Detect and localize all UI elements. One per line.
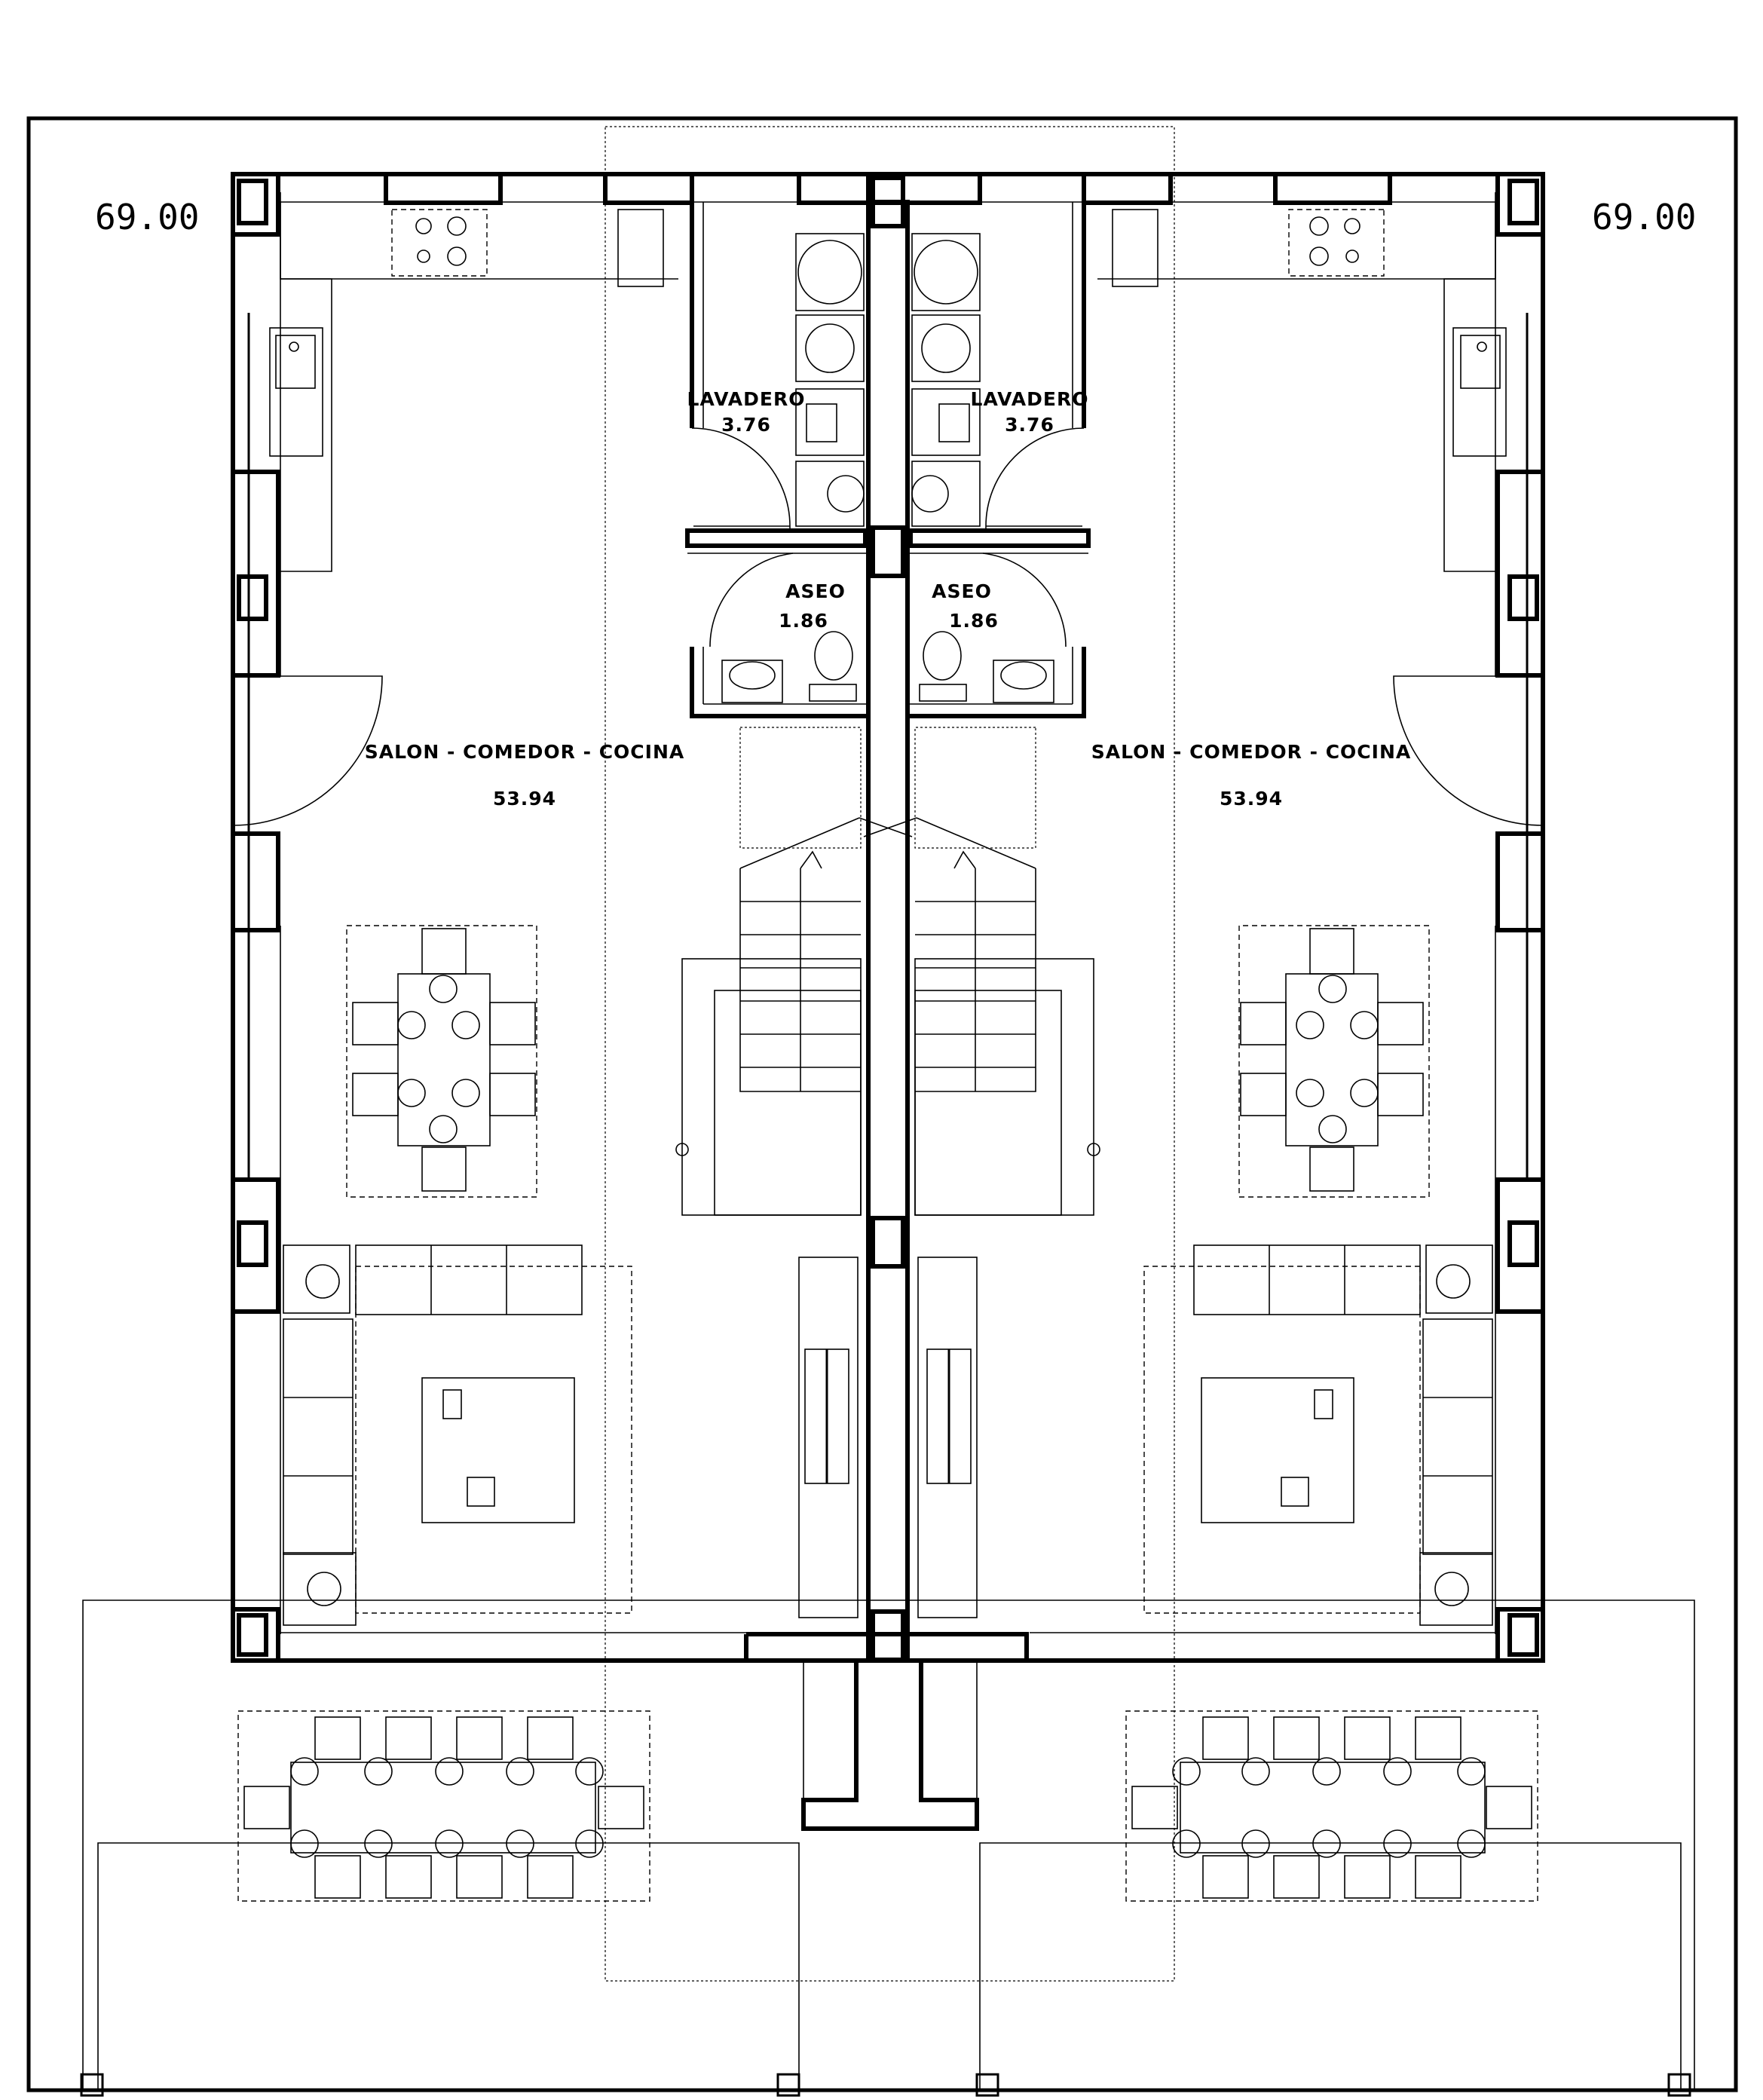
room-area-laundry-left: 3.76 (721, 414, 771, 436)
room-name-toilet-left: ASEO (785, 580, 846, 602)
room-name-toilet-right: ASEO (932, 580, 992, 602)
outdoor-dining-table (237, 1710, 650, 1902)
cooktop (391, 209, 488, 277)
washbasin (721, 660, 783, 703)
stairs (675, 727, 913, 1216)
dining-table-4 (346, 925, 537, 1198)
room-area-living-right: 53.94 (1220, 788, 1283, 810)
coffee-table (421, 1377, 575, 1523)
party-wall (744, 172, 1029, 1831)
porch-columns (80, 2073, 1691, 2097)
toilet-room (687, 543, 868, 718)
entrance-door (232, 675, 383, 826)
room-area-toilet-left: 1.86 (779, 610, 828, 632)
storage-units (798, 1257, 859, 1618)
sofa-side (283, 1318, 354, 1555)
unit-right-area-total: 69.00 (1592, 197, 1696, 237)
laundry-walls (685, 174, 868, 548)
armchair-2 (283, 1552, 357, 1626)
plot-boundary (26, 116, 1738, 2092)
wc (814, 631, 853, 681)
room-name-laundry-right: LAVADERO (971, 388, 1089, 410)
sink (269, 327, 323, 457)
armchair (283, 1244, 350, 1314)
unit-right (863, 172, 1545, 1902)
terrace-outline (82, 1599, 1695, 2090)
living-room-furniture (283, 1244, 632, 1626)
room-name-living-right: SALON - COMEDOR - COCINA (1091, 741, 1411, 763)
room-name-living-left: SALON - COMEDOR - COCINA (365, 741, 684, 763)
room-area-living-left: 53.94 (493, 788, 556, 810)
room-area-toilet-right: 1.86 (949, 610, 999, 632)
room-name-laundry-left: LAVADERO (687, 388, 806, 410)
unit-left-area-total: 69.00 (95, 197, 199, 237)
room-area-laundry-right: 3.76 (1005, 414, 1054, 436)
unit-left (231, 172, 913, 1902)
kitchen-counter (269, 202, 678, 572)
fridge (617, 209, 664, 287)
sofa-top (355, 1244, 583, 1315)
wall-columns (231, 172, 871, 1663)
